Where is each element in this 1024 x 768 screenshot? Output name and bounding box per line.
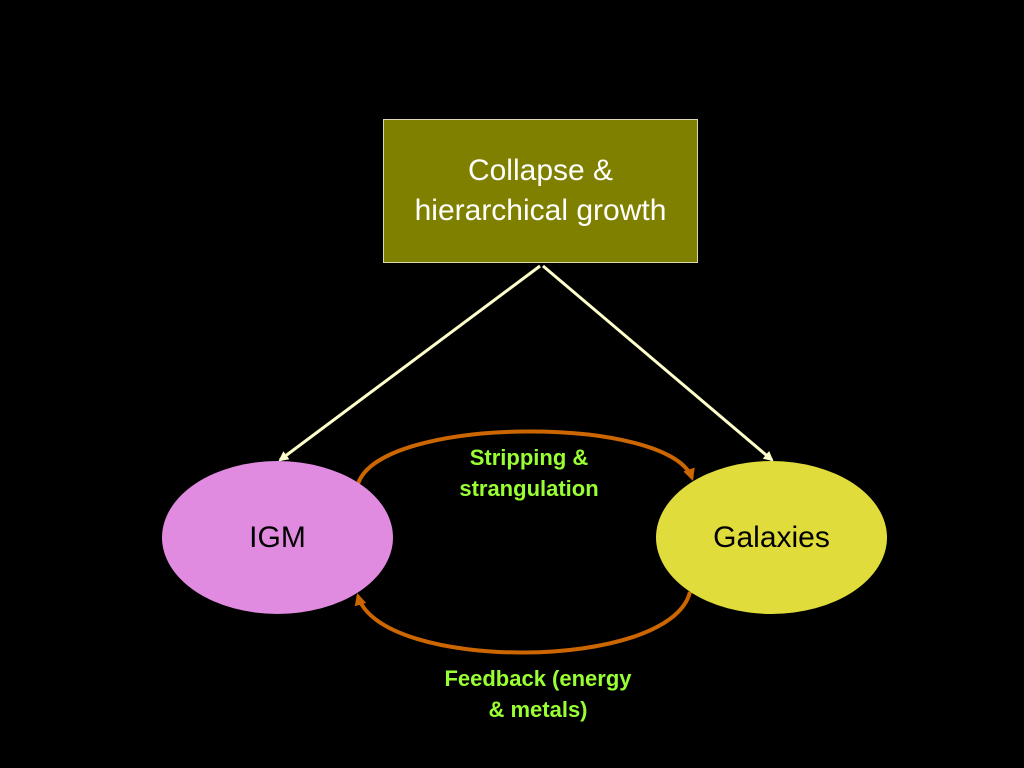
feedback-label: Feedback (energy & metals) [404,663,672,725]
collapse-growth-box: Collapse & hierarchical growth [383,119,698,263]
arrow-to-igm [278,264,541,462]
igm-label: IGM [249,520,306,554]
feedback-label-line1: Feedback (energy [444,666,632,691]
arrow-to-galaxies [542,264,774,462]
feedback-label-line2: & metals) [488,697,588,722]
stripping-label-line1: Stripping & [469,445,589,470]
stripping-arc [356,429,695,485]
feedback-arc [354,591,692,655]
stripping-label: Stripping & strangulation [418,442,640,504]
collapse-box-line1: Collapse & [467,154,614,187]
igm-ellipse: IGM [162,461,393,614]
collapse-box-line2: hierarchical growth [414,194,667,227]
galaxies-label: Galaxies [713,520,830,554]
stripping-label-line2: strangulation [459,476,599,501]
galaxies-ellipse: Galaxies [656,461,887,614]
